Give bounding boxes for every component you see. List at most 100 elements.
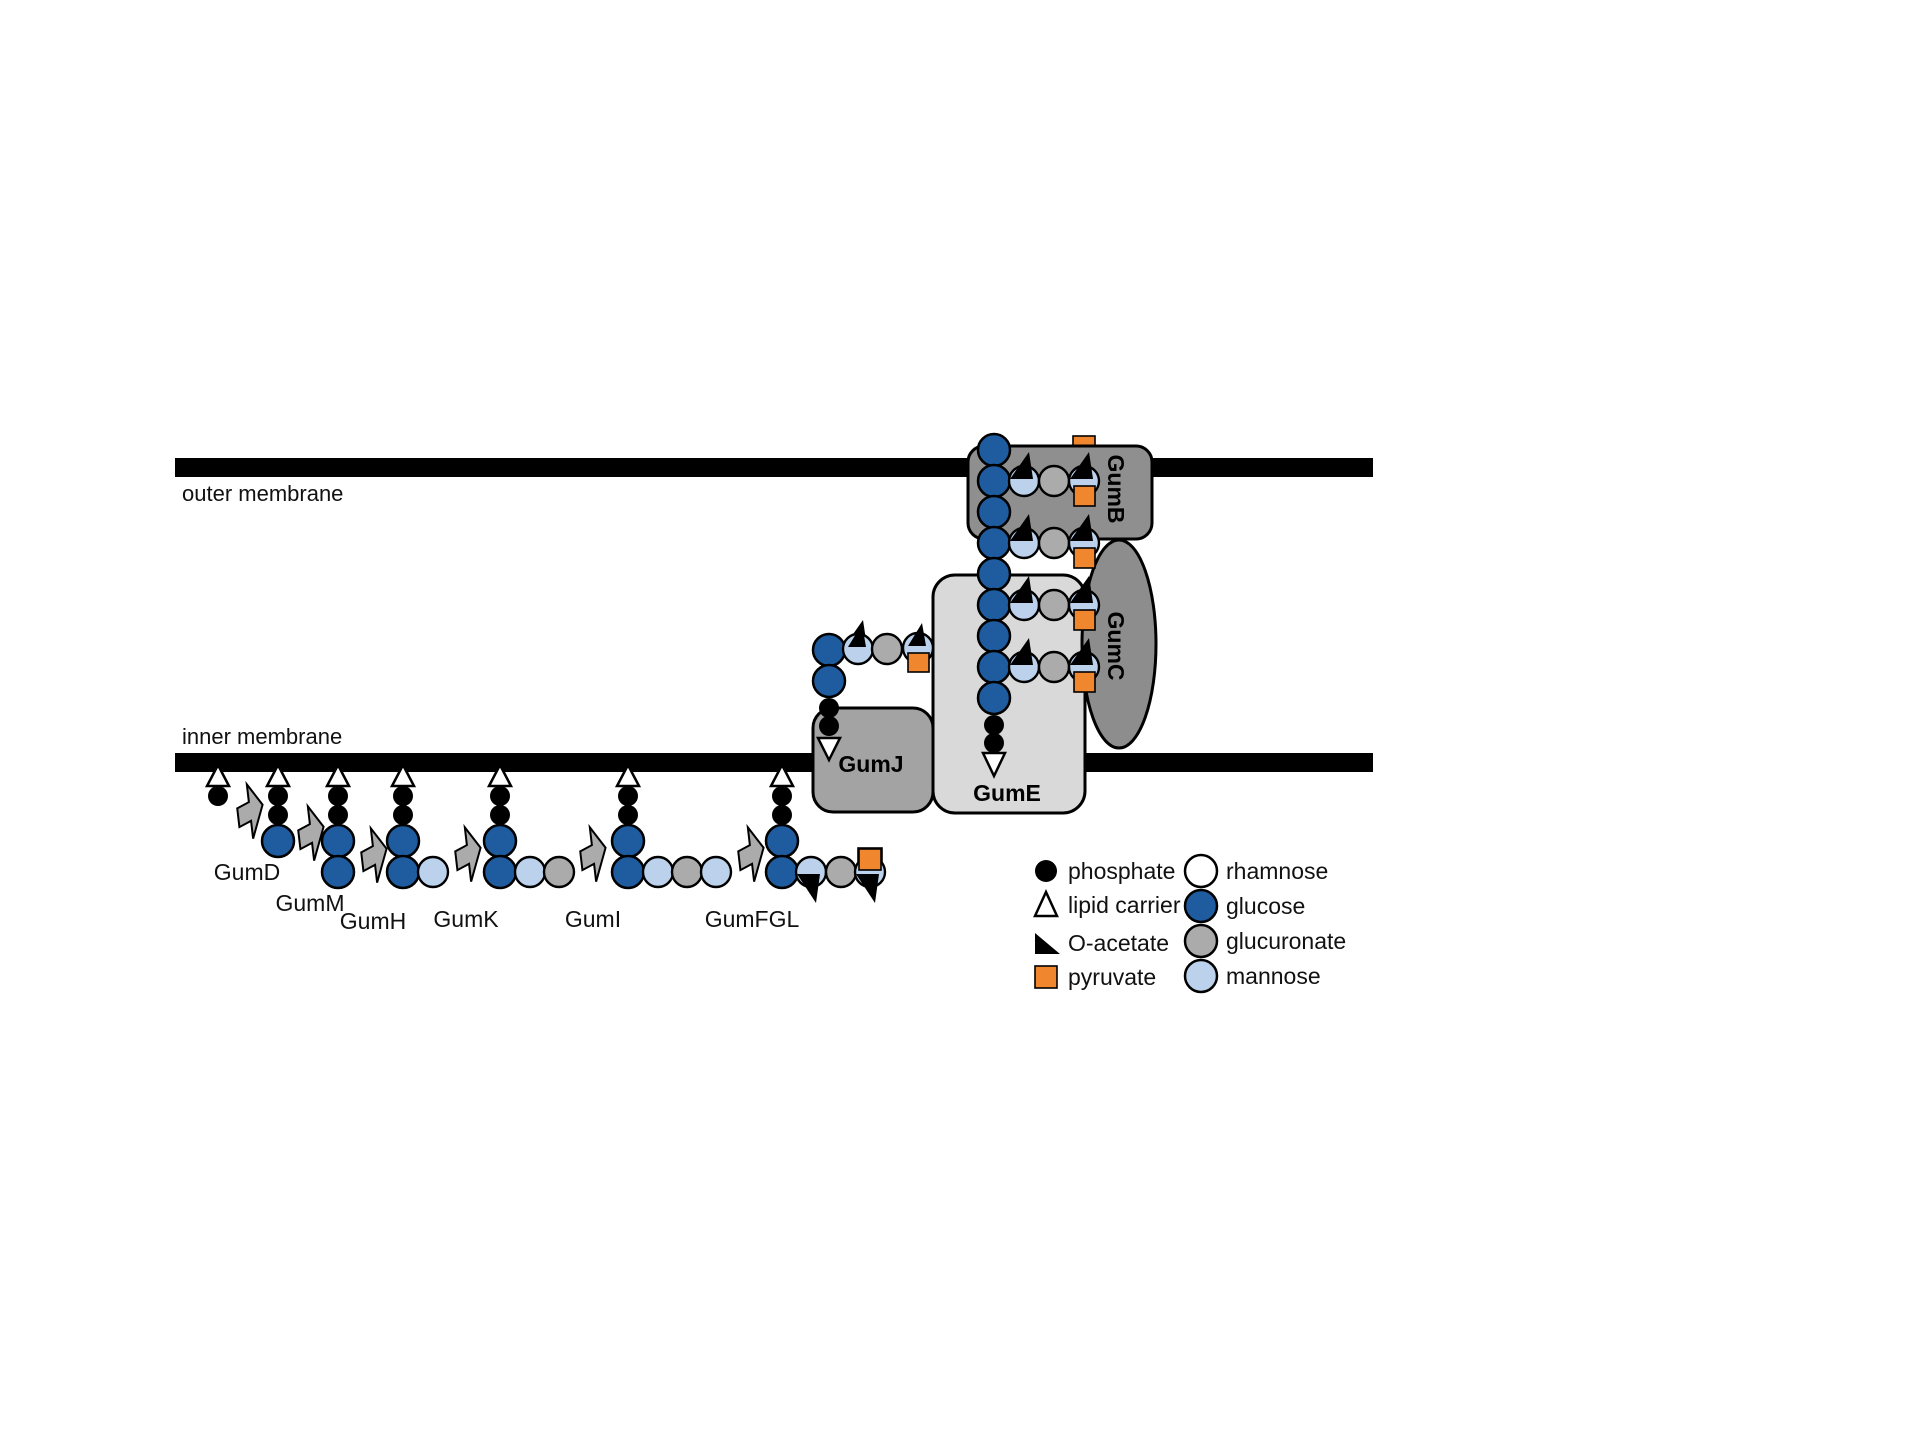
outer-membrane-label: outer membrane bbox=[182, 481, 343, 506]
legend-item-glucose: glucose bbox=[1183, 888, 1305, 924]
phosphate-icon bbox=[1035, 860, 1057, 882]
phosphate-icon bbox=[490, 786, 510, 806]
o-acetate-icon bbox=[908, 623, 926, 646]
flipped-repeat-unit bbox=[811, 620, 935, 763]
polymer-side-unit bbox=[1007, 576, 1101, 631]
lipid-carrier-icon bbox=[815, 736, 843, 763]
glucose-icon bbox=[482, 823, 518, 859]
glucose-icon bbox=[610, 823, 646, 859]
phosphate-icon bbox=[208, 786, 228, 806]
pyruvate-icon bbox=[1073, 547, 1096, 569]
inner-membrane-bar-left bbox=[175, 753, 813, 772]
membranes: outer membrane inner membrane bbox=[175, 458, 1373, 772]
o-acetate-icon bbox=[1070, 638, 1093, 665]
phosphate-icon bbox=[393, 805, 413, 825]
glucose-icon bbox=[811, 632, 847, 668]
legend-item-o-acetate: O-acetate bbox=[1035, 930, 1169, 956]
rhamnose-icon bbox=[1183, 853, 1219, 889]
glucose-icon bbox=[976, 463, 1012, 499]
phosphate-icon bbox=[328, 786, 348, 806]
legend-item-pyruvate: pyruvate bbox=[1034, 964, 1156, 990]
enzyme-label-gumk: GumK bbox=[433, 906, 499, 932]
mannose-icon bbox=[1183, 958, 1219, 994]
outer-membrane-bar-left bbox=[175, 458, 968, 477]
phosphate-icon bbox=[268, 805, 288, 825]
chain-step-3 bbox=[320, 762, 356, 890]
legend-item-glucuronate: glucuronate bbox=[1183, 923, 1346, 959]
phosphate-icon bbox=[618, 786, 638, 806]
o-acetate-icon bbox=[856, 874, 879, 903]
legend-label: lipid carrier bbox=[1068, 892, 1181, 918]
o-acetate-icon bbox=[1035, 933, 1060, 954]
glucuronate-icon bbox=[870, 632, 904, 666]
gumj-label: GumJ bbox=[838, 751, 903, 777]
chain-step-1 bbox=[204, 762, 232, 806]
glucose-icon bbox=[610, 854, 646, 890]
glucose-icon bbox=[320, 854, 356, 890]
glucose-icon bbox=[811, 663, 847, 699]
chain-step-7 bbox=[764, 762, 887, 903]
outer-membrane-bar-right bbox=[1152, 458, 1373, 477]
enzyme-label-gumm: GumM bbox=[276, 890, 345, 916]
legend-item-mannose: mannose bbox=[1183, 958, 1321, 994]
gume-label: GumE bbox=[973, 780, 1041, 806]
o-acetate-icon bbox=[797, 874, 820, 903]
mannose-icon bbox=[641, 855, 675, 889]
enzyme-label-gumfgl: GumFGL bbox=[705, 906, 800, 932]
gumc-ellipse bbox=[1080, 538, 1158, 750]
reaction-arrow bbox=[359, 822, 390, 889]
phosphate-icon bbox=[268, 786, 288, 806]
glucuronate-icon bbox=[542, 855, 576, 889]
glucose-icon bbox=[976, 556, 1012, 592]
glucose-icon bbox=[764, 854, 800, 890]
polymer-side-unit bbox=[1007, 514, 1101, 569]
phosphate-icon bbox=[984, 715, 1004, 735]
phosphate-icon bbox=[772, 786, 792, 806]
mannose-icon bbox=[416, 855, 450, 889]
pyruvate-icon bbox=[1034, 965, 1058, 989]
legend-label: pyruvate bbox=[1068, 964, 1156, 990]
polymer-side-unit bbox=[1007, 638, 1101, 693]
gumc-label: GumC bbox=[1103, 612, 1129, 681]
mannose-icon bbox=[513, 855, 547, 889]
glucuronate-icon bbox=[1037, 650, 1071, 684]
lipid-carrier-icon bbox=[981, 751, 1007, 779]
glucose-icon bbox=[976, 432, 1012, 468]
glucuronate-icon bbox=[1037, 526, 1071, 560]
chain-step-6 bbox=[610, 762, 733, 890]
chain-step-2 bbox=[260, 762, 296, 859]
glucuronate-icon bbox=[1183, 923, 1219, 959]
pyruvate-icon bbox=[1073, 609, 1096, 631]
chain-step-5 bbox=[482, 762, 576, 890]
glucose-icon bbox=[976, 680, 1012, 716]
legend-label: mannose bbox=[1226, 963, 1321, 989]
enzyme-label-gumd: GumD bbox=[214, 859, 280, 885]
enzyme-label-gumh: GumH bbox=[340, 908, 406, 934]
glucose-icon bbox=[260, 823, 296, 859]
phosphate-icon bbox=[772, 805, 792, 825]
phosphate-icon bbox=[328, 805, 348, 825]
pyruvate-icon bbox=[858, 848, 882, 871]
legend-item-rhamnose: rhamnose bbox=[1183, 853, 1328, 889]
legend: phosphate lipid carrier O-acetate pyruva… bbox=[1033, 853, 1346, 994]
inner-membrane-label: inner membrane bbox=[182, 724, 342, 749]
legend-item-phosphate: phosphate bbox=[1035, 858, 1175, 884]
lipid-carrier-icon bbox=[1033, 888, 1059, 918]
phosphate-icon bbox=[490, 805, 510, 825]
reaction-arrow bbox=[453, 821, 484, 888]
legend-label: glucuronate bbox=[1226, 928, 1346, 954]
protein-complexes: GumJ GumE GumB GumC bbox=[811, 444, 1158, 815]
chain-step-4 bbox=[385, 762, 450, 890]
legend-label: rhamnose bbox=[1226, 858, 1328, 884]
legend-label: phosphate bbox=[1068, 858, 1175, 884]
legend-item-lipid-carrier: lipid carrier bbox=[1033, 888, 1181, 918]
glucose-icon bbox=[976, 649, 1012, 685]
glucose-icon bbox=[1183, 888, 1219, 924]
polymer-backbone bbox=[976, 432, 1012, 779]
glucuronate-icon bbox=[1037, 588, 1071, 622]
phosphate-icon bbox=[393, 786, 413, 806]
reaction-arrow bbox=[578, 821, 609, 888]
polymer-chain bbox=[976, 432, 1101, 779]
reaction-steps: GumD GumM GumH GumK GumI GumFGL bbox=[214, 778, 800, 934]
